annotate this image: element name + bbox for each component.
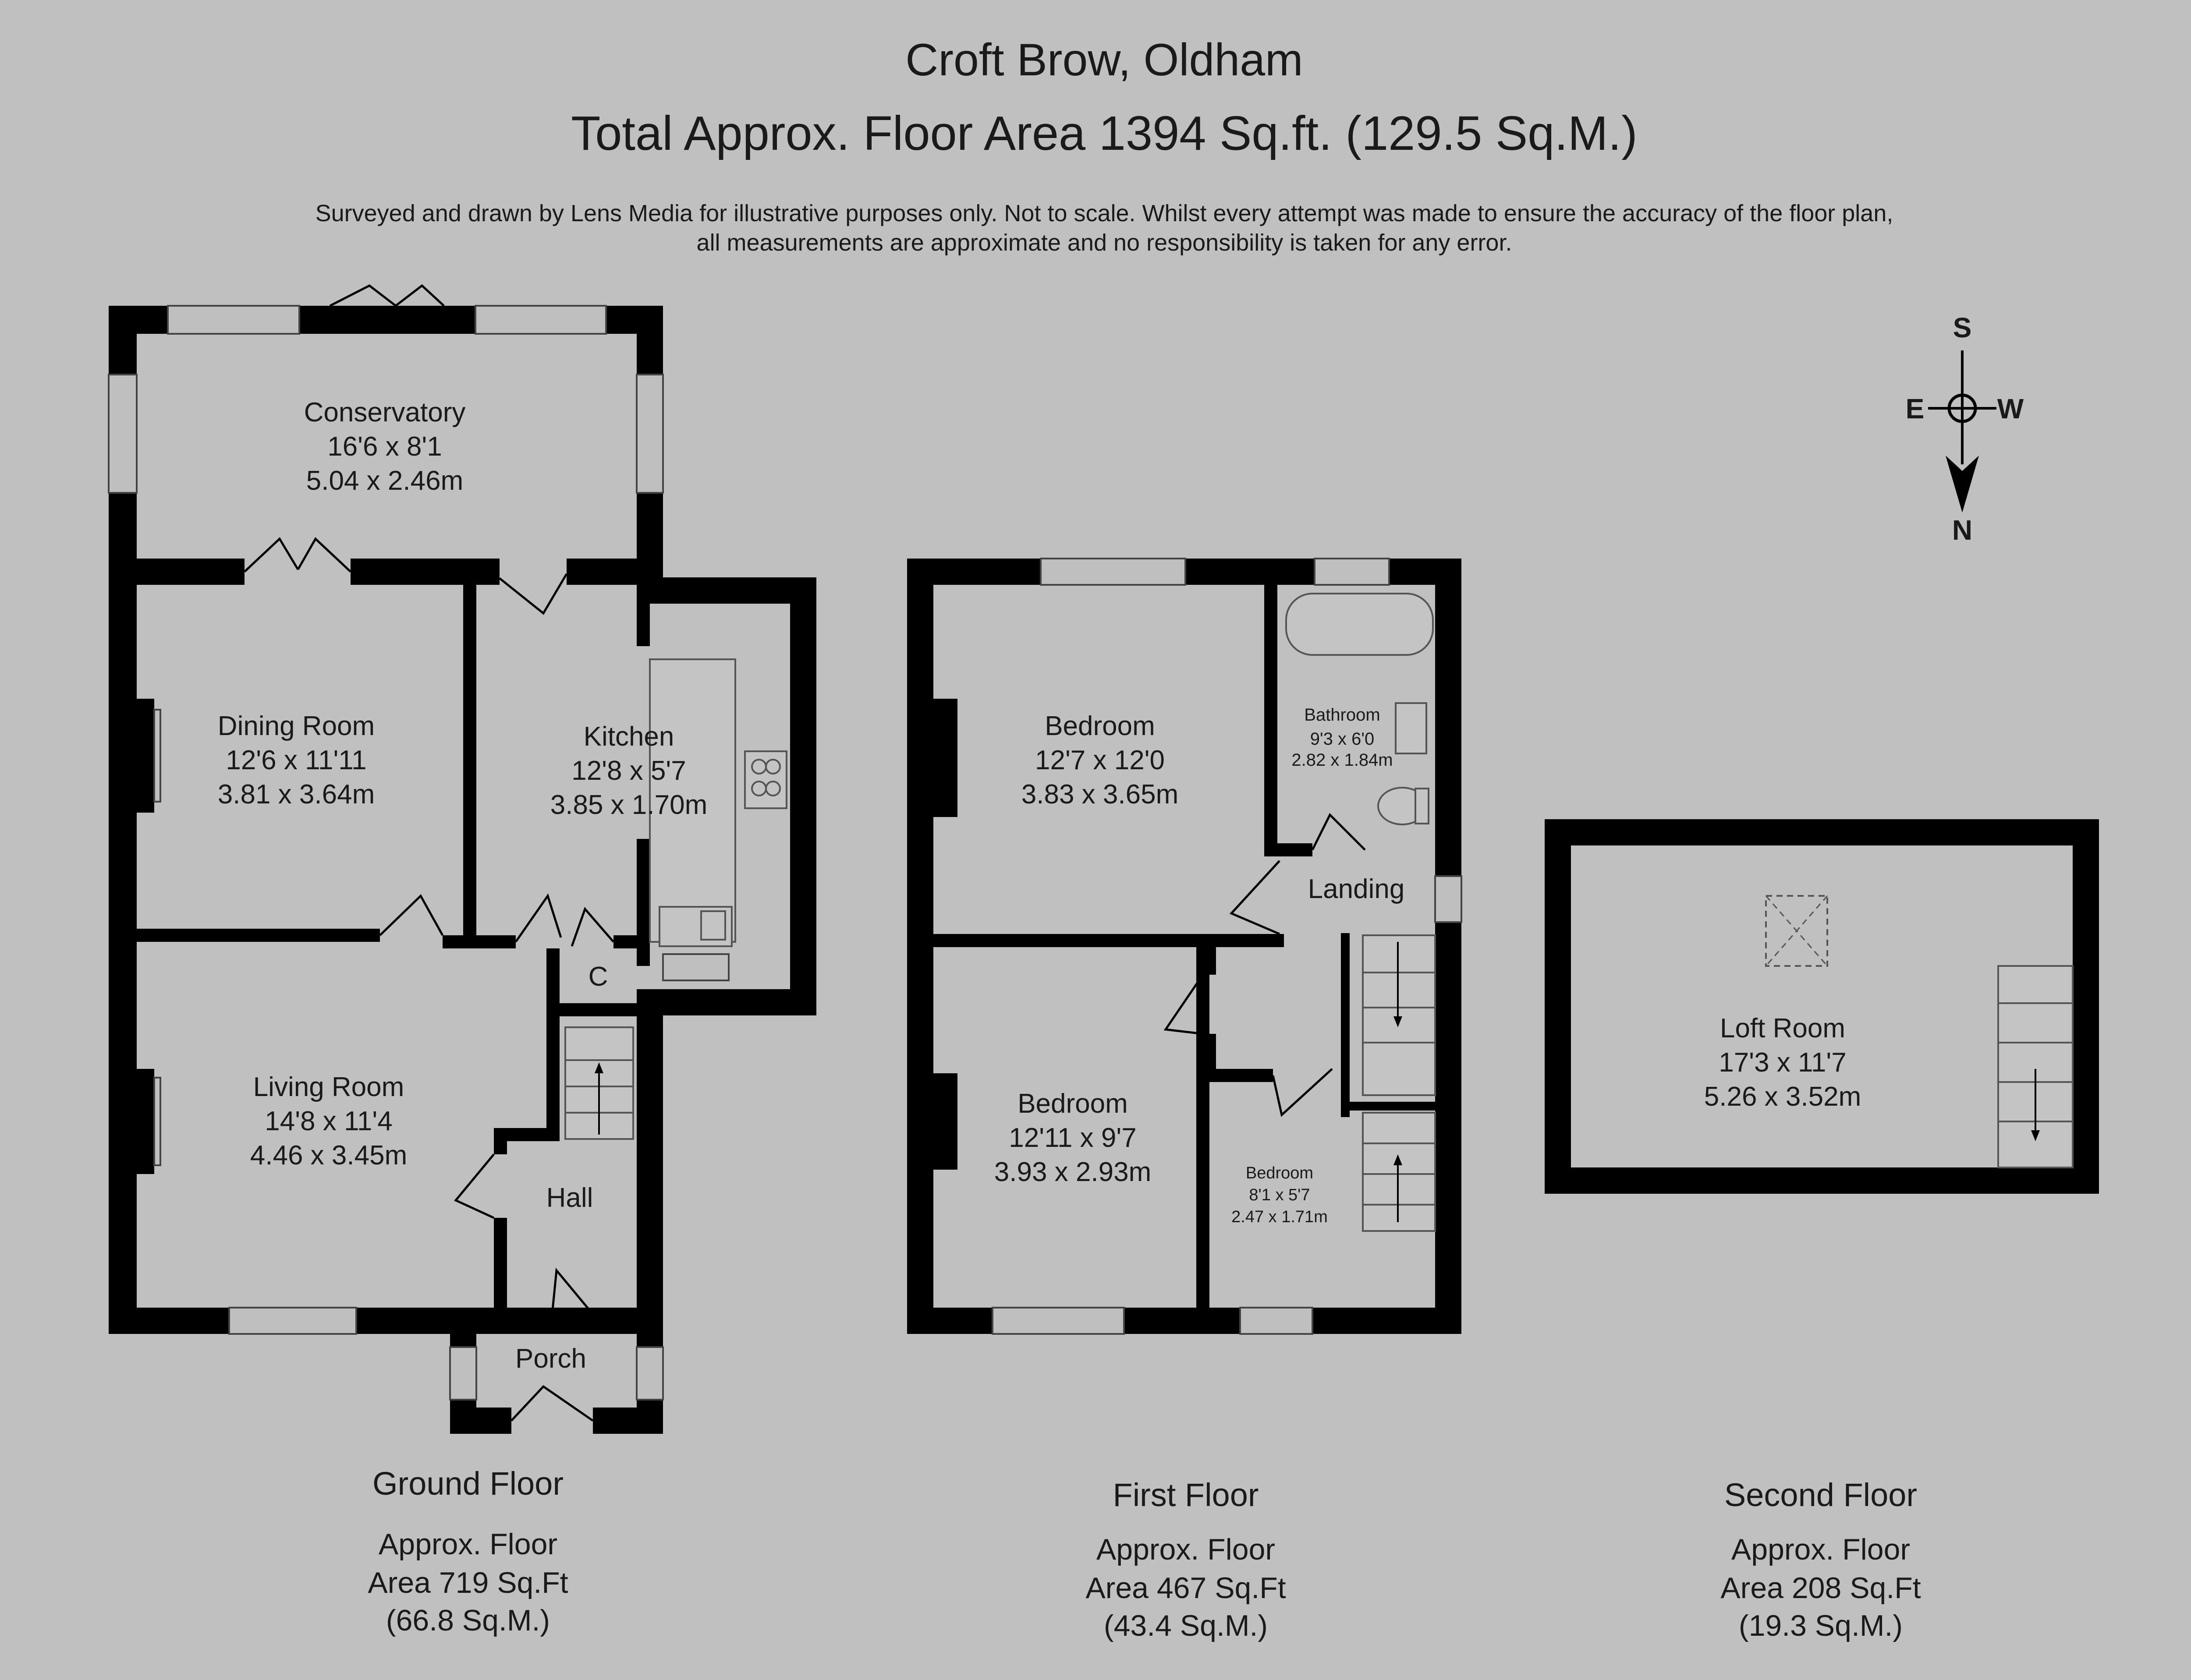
room-size-metric: 3.85 x 1.70m — [550, 790, 707, 820]
room-label-bathroom: Bathroom 9'3 x 6'0 2.82 x 1.84m — [1291, 705, 1393, 770]
room-size-metric: 5.04 x 2.46m — [306, 466, 463, 496]
floor-label: Second Floor — [1724, 1477, 1917, 1513]
total-floor-area: Total Approx. Floor Area 1394 Sq.ft. (12… — [571, 106, 1638, 160]
floor-area-line-3: (66.8 Sq.M.) — [386, 1604, 550, 1637]
compass-icon: S E W N — [1906, 312, 2024, 546]
skylight-icon — [1765, 895, 1828, 967]
room-size-imperial: 17'3 x 11'7 — [1719, 1047, 1846, 1078]
room-size-metric: 5.26 x 3.52m — [1704, 1082, 1861, 1112]
compass-west-label: W — [1997, 393, 2024, 424]
room-size-metric: 4.46 x 3.45m — [250, 1140, 407, 1171]
floor-area-line-1: Approx. Floor — [1731, 1533, 1910, 1566]
room-size-metric: 3.81 x 3.64m — [218, 779, 375, 810]
room-size-imperial: 9'3 x 6'0 — [1310, 729, 1374, 749]
room-name: Bedroom — [1018, 1089, 1128, 1119]
first-floor-plan: Bedroom 12'7 x 12'0 3.83 x 3.65m Bathroo… — [907, 558, 1462, 1335]
room-name: Bedroom — [1045, 711, 1155, 741]
compass-north-label: N — [1952, 514, 1972, 546]
floor-area-line-2: Area 467 Sq.Ft — [1085, 1571, 1286, 1605]
bath-icon — [1285, 593, 1434, 656]
worktop — [649, 658, 736, 943]
second-floor-plan: Loft Room 17'3 x 11'7 5.26 x 3.52m — [1545, 819, 2099, 1194]
room-label-cupboard: C — [589, 962, 608, 992]
room-label-porch: Porch — [515, 1344, 586, 1374]
room-label-conservatory: Conservatory 16'6 x 8'1 5.04 x 2.46m — [304, 397, 466, 496]
room-label-bedroom-3: Bedroom 8'1 x 5'7 2.47 x 1.71m — [1231, 1164, 1328, 1226]
page-title: Croft Brow, Oldham — [905, 35, 1303, 85]
room-name: Bedroom — [1246, 1164, 1313, 1182]
room-label-kitchen: Kitchen 12'8 x 5'7 3.85 x 1.70m — [550, 722, 707, 820]
room-size-metric: 3.83 x 3.65m — [1021, 779, 1178, 810]
first-floor-caption: First Floor Approx. Floor Area 467 Sq.Ft… — [1085, 1477, 1286, 1642]
room-label-landing: Landing — [1308, 874, 1405, 904]
room-size-imperial: 14'8 x 11'4 — [265, 1106, 392, 1136]
ground-floor-plan: Conservatory 16'6 x 8'1 5.04 x 2.46m Din… — [108, 284, 816, 1434]
room-size-metric: 3.93 x 2.93m — [994, 1157, 1151, 1187]
room-label-bedroom-1: Bedroom 12'7 x 12'0 3.83 x 3.65m — [1021, 711, 1178, 810]
stairs-icon — [1362, 934, 1436, 1096]
ground-floor-caption: Ground Floor Approx. Floor Area 719 Sq.F… — [368, 1465, 568, 1637]
room-name: Living Room — [253, 1072, 404, 1102]
floor-label: Ground Floor — [372, 1465, 564, 1502]
floor-label: First Floor — [1113, 1477, 1259, 1513]
room-size-imperial: 12'7 x 12'0 — [1035, 745, 1165, 775]
room-label-bedroom-2: Bedroom 12'11 x 9'7 3.93 x 2.93m — [994, 1089, 1151, 1187]
room-name: Loft Room — [1720, 1013, 1845, 1043]
disclaimer-line-1: Surveyed and drawn by Lens Media for ill… — [316, 200, 1893, 226]
room-size-metric: 2.47 x 1.71m — [1231, 1208, 1328, 1226]
hob-icon — [744, 750, 787, 809]
room-size-imperial: 12'8 x 5'7 — [571, 756, 686, 786]
floor-area-line-1: Approx. Floor — [379, 1528, 557, 1561]
floor-area-line-2: Area 208 Sq.Ft — [1720, 1571, 1921, 1605]
floor-area-line-3: (43.4 Sq.M.) — [1104, 1609, 1268, 1642]
room-label-hall: Hall — [546, 1183, 593, 1213]
room-name: Kitchen — [584, 722, 674, 752]
room-label-living: Living Room 14'8 x 11'4 4.46 x 3.45m — [250, 1072, 407, 1171]
washbasin-icon — [1395, 702, 1427, 754]
room-label-dining: Dining Room 12'6 x 11'11 3.81 x 3.64m — [218, 711, 375, 810]
compass-east-label: E — [1906, 393, 1925, 424]
room-size-metric: 2.82 x 1.84m — [1291, 750, 1393, 770]
room-name: Bathroom — [1304, 705, 1380, 725]
room-name: Conservatory — [304, 397, 466, 428]
floor-area-line-3: (19.3 Sq.M.) — [1739, 1609, 1903, 1642]
room-size-imperial: 12'6 x 11'11 — [226, 745, 366, 775]
second-floor-caption: Second Floor Approx. Floor Area 208 Sq.F… — [1720, 1477, 1921, 1642]
room-size-imperial: 8'1 x 5'7 — [1249, 1186, 1310, 1204]
compass-south-label: S — [1953, 312, 1972, 343]
room-size-imperial: 12'11 x 9'7 — [1009, 1123, 1136, 1153]
room-name: Dining Room — [218, 711, 375, 741]
floor-area-line-1: Approx. Floor — [1096, 1533, 1275, 1566]
floor-area-line-2: Area 719 Sq.Ft — [368, 1566, 568, 1599]
room-label-loft: Loft Room 17'3 x 11'7 5.26 x 3.52m — [1704, 1013, 1861, 1112]
room-size-imperial: 16'6 x 8'1 — [327, 431, 442, 462]
disclaimer-line-2: all measurements are approximate and no … — [697, 230, 1512, 256]
